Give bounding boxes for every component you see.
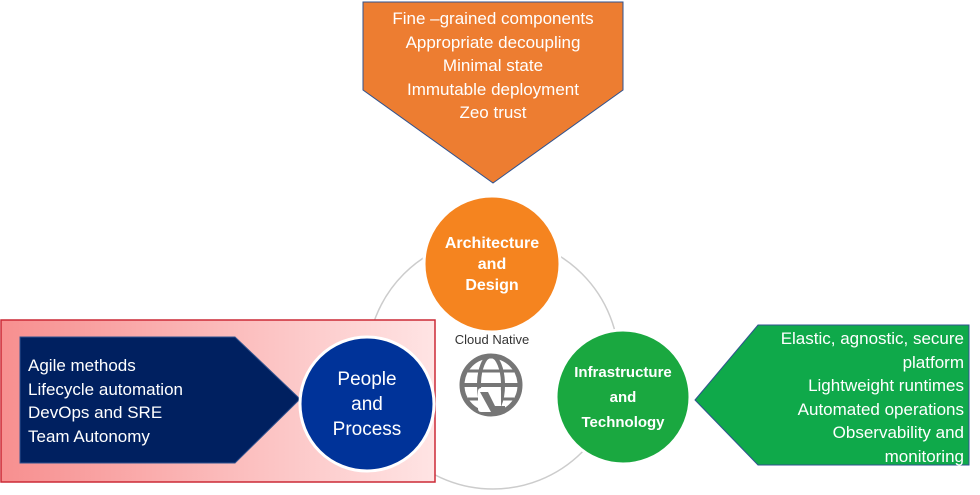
cloud-native-label: Cloud Native [454,332,530,347]
architecture-circle [422,194,562,334]
infrastructure-item: Observability and [832,423,964,442]
people-item: DevOps and SRE [28,403,163,422]
architecture-item: Minimal state [442,56,544,75]
architecture-panel [362,1,624,184]
infrastructure-panel [694,324,970,466]
architecture-label: Architecture and Design [444,234,540,294]
people-item: Lifecycle automation [28,379,183,399]
architecture-item: Appropriate decoupling [405,32,581,52]
people-item: Agile methods [28,356,136,375]
architecture-item: Immutable deployment [407,79,579,99]
people-label: People and Process [332,368,402,440]
infrastructure-item: Elastic, agnostic, secure [780,329,964,348]
people-item: Team Autonomy [28,426,150,446]
infrastructure-label: Infrastructure and Technology [574,363,672,431]
architecture-item: Zeo trust [459,103,527,122]
infrastructure-list: Elastic, agnostic, secure platform Light… [748,327,964,468]
people-list: Agile methods Lifecycle automation DevOp… [28,354,183,448]
people-panel [19,336,301,464]
infrastructure-circle [554,328,692,466]
architecture-item: Fine –grained components [392,9,594,28]
architecture-list: Fine –grained components Appropriate dec… [363,7,623,125]
infrastructure-item: platform [902,352,964,372]
infrastructure-item: Lightweight runtimes [808,376,964,395]
infrastructure-item: Automated operations [797,399,964,419]
infrastructure-item: monitoring [884,446,964,466]
people-circle [298,335,436,473]
globe-cloud-icon [459,353,523,417]
